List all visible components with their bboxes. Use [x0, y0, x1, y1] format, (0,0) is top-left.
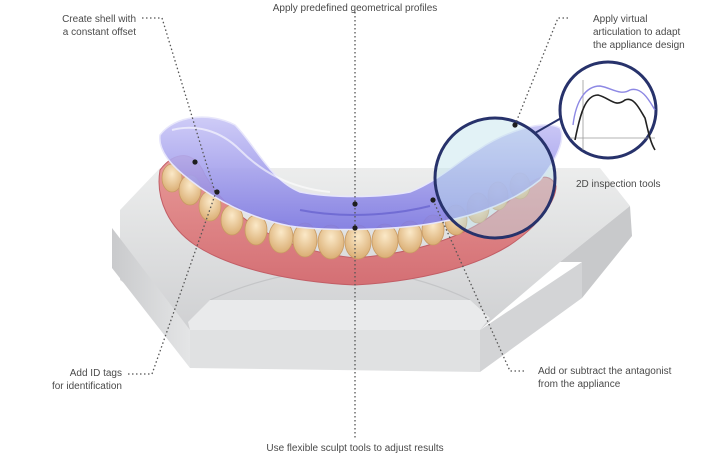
callout-bottom-left: Add ID tags for identification: [30, 367, 122, 393]
callout-bottom-right: Add or subtract the antagonist from the …: [538, 365, 671, 391]
callout-line: articulation to adapt: [593, 27, 681, 38]
leader-lines: [128, 12, 568, 440]
anchor-dots: [192, 122, 518, 231]
callout-inspection: 2D inspection tools: [576, 178, 661, 191]
callout-line: Add ID tags: [69, 368, 122, 379]
callout-top-left: Create shell with a constant offset: [40, 13, 136, 39]
callout-top-right: Apply virtual articulation to adapt the …: [593, 13, 685, 52]
callout-text: Apply predefined geometrical profiles: [272, 3, 438, 14]
callout-line: Apply virtual: [593, 14, 648, 25]
inspection-lens: [433, 112, 571, 240]
appliance-shell: [159, 116, 563, 231]
callout-line: for identification: [51, 381, 122, 392]
callout-line: Add or subtract the antagonist: [538, 366, 672, 377]
inspection-2d-view: [558, 60, 658, 160]
callout-bottom-center: Use flexible sculpt tools to adjust resu…: [230, 442, 480, 455]
callout-line: Create shell with: [62, 14, 136, 25]
callout-text: Use flexible sculpt tools to adjust resu…: [266, 443, 444, 454]
callout-line: the appliance design: [593, 40, 685, 51]
callout-line: a constant offset: [62, 27, 136, 38]
callout-top-center: Apply predefined geometrical profiles: [255, 2, 455, 15]
callout-line: from the appliance: [538, 379, 621, 390]
callout-text: 2D inspection tools: [576, 179, 661, 190]
